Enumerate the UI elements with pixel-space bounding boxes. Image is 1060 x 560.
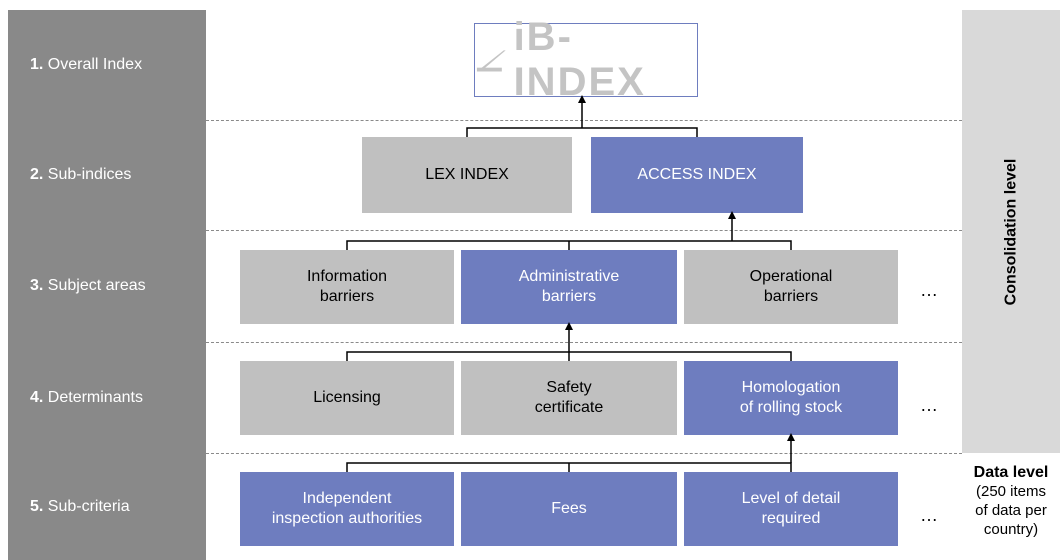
sub-criterion-box: Level of detail required [684, 472, 898, 546]
determinant-box: Homologation of rolling stock [684, 361, 898, 435]
data-level-description: (250 items of data per country) [975, 483, 1047, 538]
level-name: Determinants [47, 388, 143, 406]
level-label-sub-indices: 2. Sub-indices [8, 120, 206, 230]
level-name: Sub-indices [47, 166, 132, 183]
level-divider [206, 230, 962, 231]
more-determinants-ellipsis: … [920, 395, 938, 415]
level-number: 5. [30, 497, 44, 515]
sub-index-box: LEX INDEX [362, 137, 572, 213]
level-name: Overall Index [47, 56, 143, 73]
sub-criterion-box: Independent inspection authorities [240, 472, 454, 546]
level-name: Sub-criteria [47, 497, 130, 515]
level-number: 4. [30, 388, 44, 406]
more-subject-areas-ellipsis: … [920, 280, 938, 300]
level-name: Subject areas [47, 277, 146, 294]
determinant-box: Safety certificate [461, 361, 677, 435]
data-level-title: Data level [973, 464, 1049, 481]
level-number: 3. [30, 277, 44, 294]
level-label-determinants: 4. Determinants [8, 342, 206, 453]
level-number: 1. [30, 56, 44, 73]
level-divider [206, 342, 962, 343]
level-label-sub-criteria: 5. Sub-criteria [8, 453, 206, 560]
data-level-note: Data level (250 items of data per countr… [962, 463, 1060, 560]
level-label-subject-areas: 3. Subject areas [8, 230, 206, 342]
consolidation-panel [962, 10, 1060, 453]
connector-bracket [466, 127, 698, 137]
subject-area-box: Information barriers [240, 250, 454, 324]
sub-criterion-box: Fees [461, 472, 677, 546]
subject-area-box: Operational barriers [684, 250, 898, 324]
more-sub-criteria-ellipsis: … [920, 505, 938, 525]
determinant-box: Licensing [240, 361, 454, 435]
level-divider [206, 120, 962, 121]
level-number: 2. [30, 166, 44, 183]
sub-index-box: ACCESS INDEX [591, 137, 803, 213]
subject-area-box: Administrative barriers [461, 250, 677, 324]
logo-wedge-icon [476, 50, 506, 72]
level-label-overall-index: 1. Overall Index [8, 10, 206, 120]
level-divider [206, 453, 962, 454]
